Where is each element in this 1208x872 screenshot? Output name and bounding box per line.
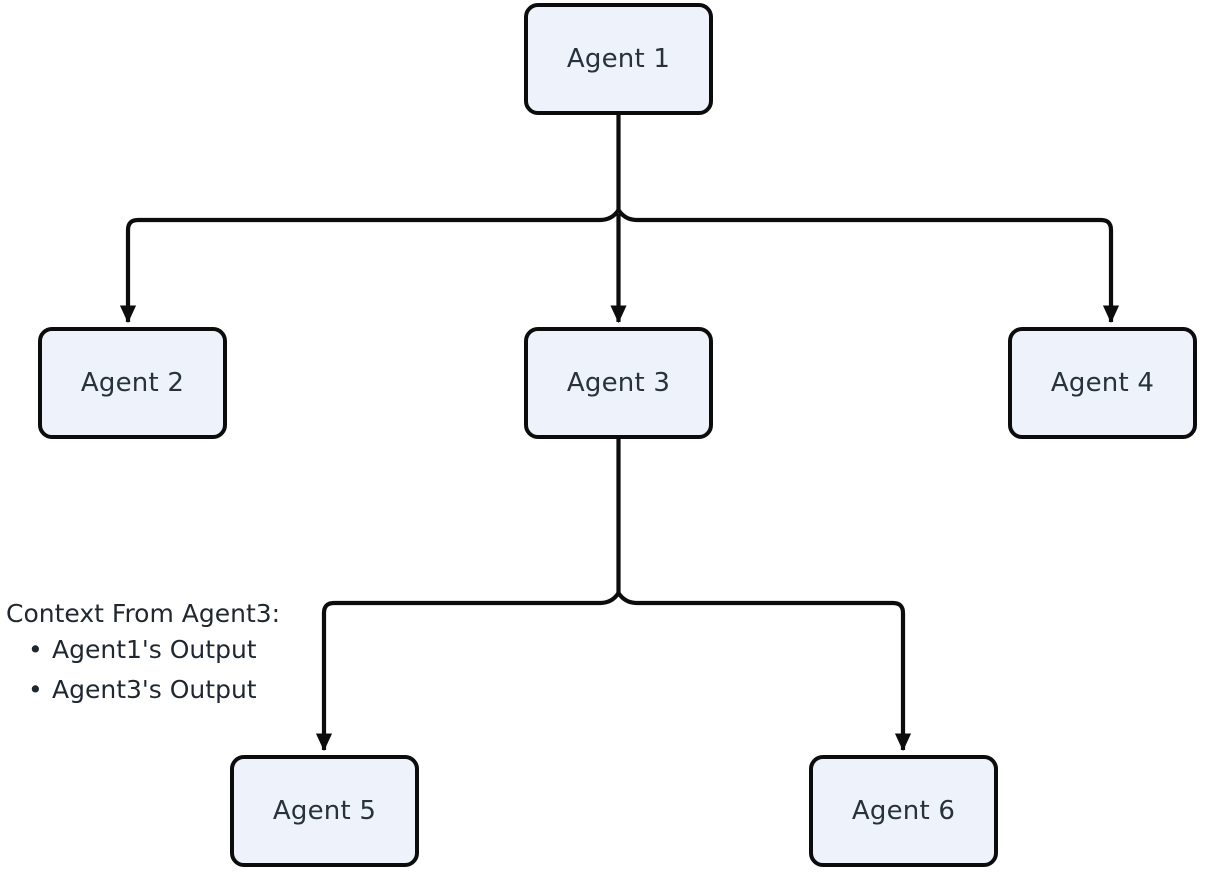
- node-agent6[interactable]: Agent 6: [809, 755, 998, 867]
- edge-agent1-to-agent4: [1100, 217, 1120, 324]
- context-annotation-list: Agent1's Output Agent3's Output: [6, 630, 306, 710]
- node-agent6-label: Agent 6: [851, 796, 956, 826]
- node-agent4-label: Agent 4: [1050, 368, 1155, 398]
- edge-split-bar-top: [138, 207, 1101, 223]
- edge-agent1-to-agent2: [128, 217, 138, 322]
- node-agent1[interactable]: Agent 1: [524, 3, 713, 115]
- node-agent3-label: Agent 3: [566, 368, 671, 398]
- context-annotation-title: Context From Agent3:: [6, 599, 281, 628]
- node-agent2-label: Agent 2: [80, 368, 185, 398]
- node-agent3[interactable]: Agent 3: [524, 327, 713, 439]
- node-agent4[interactable]: Agent 4: [1008, 327, 1197, 439]
- edge-split-bar-bottom: [334, 590, 893, 606]
- context-annotation-item: Agent3's Output: [6, 670, 306, 710]
- edge-agent3-to-agent6: [892, 600, 912, 752]
- edge-agent3-to-agent5: [315, 600, 335, 752]
- node-agent5[interactable]: Agent 5: [230, 755, 419, 867]
- context-annotation-item: Agent1's Output: [6, 630, 306, 670]
- node-agent1-label: Agent 1: [566, 44, 671, 74]
- node-agent2[interactable]: Agent 2: [38, 327, 227, 439]
- context-annotation: Context From Agent3: Agent1's Output Age…: [6, 598, 306, 710]
- node-agent5-label: Agent 5: [272, 796, 377, 826]
